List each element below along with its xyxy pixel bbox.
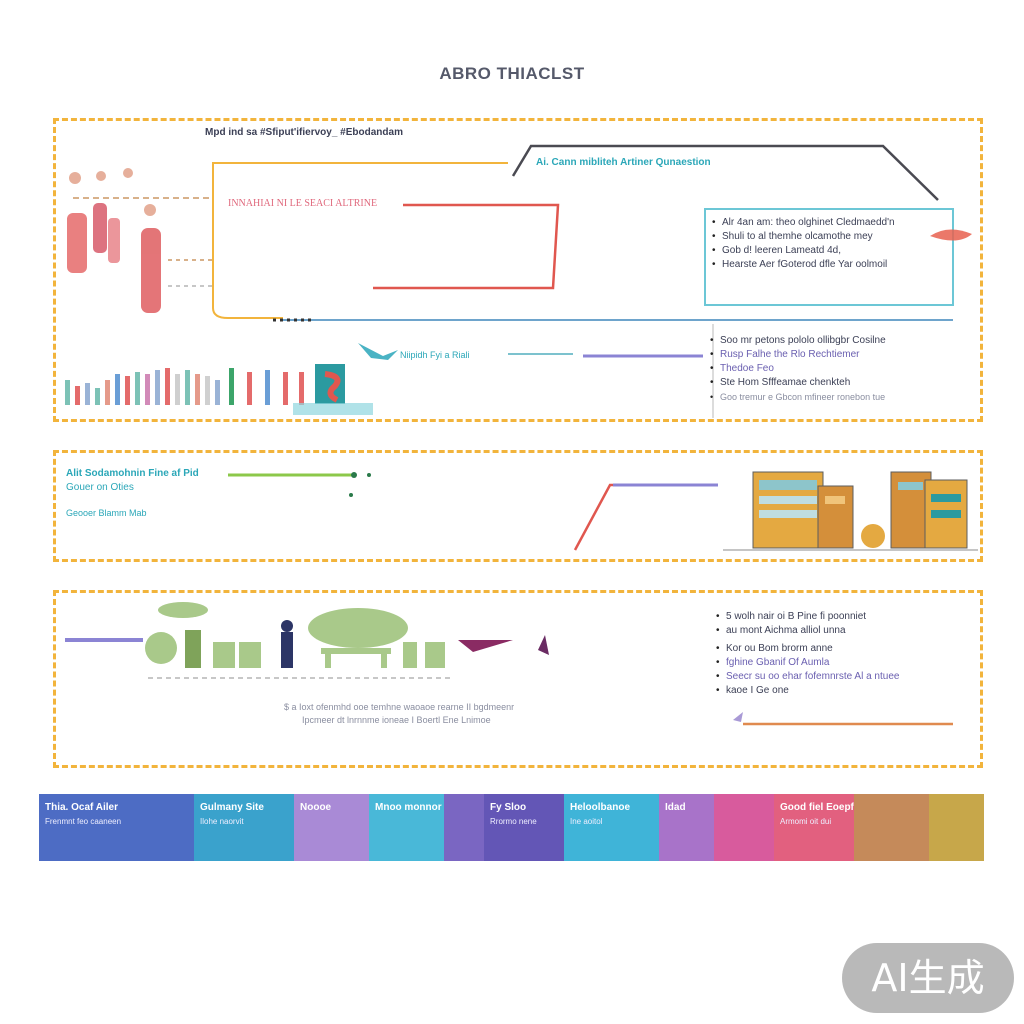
bottom-bullet: fghine Gbanif Of Aumla (716, 656, 976, 670)
strip-tile (854, 794, 929, 861)
box2-item: Rusp Falhe the Rlo Rechtiemer (710, 348, 970, 362)
chart-label: Niipidh Fyi a Riali (400, 350, 470, 360)
panel-middle-line2: Gouer on Oties (66, 482, 134, 493)
strip-tile: Noooe (294, 794, 369, 861)
strip-tile: Idad (659, 794, 714, 861)
bottom-bullet: au mont Aichma alliol unna (716, 624, 976, 638)
ai-generated-badge: AI生成 (842, 943, 1014, 1013)
arrow-label: Ai. Cann mibliteh Artiner Qunaestion (536, 157, 711, 168)
people-figures-icon (67, 168, 161, 313)
panel-middle-line1: Alit Sodamohnin Fine af Pid (66, 468, 199, 479)
park-scene-icon (145, 602, 445, 668)
box1-item: Shuli to al themhe olcamothe mey (712, 230, 952, 244)
box1-item: Gob d! leeren Lameatd 4d, (712, 244, 952, 258)
panel-middle (53, 450, 983, 562)
info-box-2: Soo mr petons pololo ollibgbr Cosilne Ru… (710, 334, 970, 414)
box2-item: Goo tremur e Gbcon mfineer ronebon tue (710, 390, 970, 404)
pink-label: INNAHIAI NI LE SEACI ALTRINE (228, 198, 378, 209)
red-flag-icon (930, 229, 972, 241)
box2-item: Soo mr petons pololo ollibgbr Cosilne (710, 334, 970, 348)
info-box-1: Alr 4an am: theo olghinet Cledmaedd'n Sh… (704, 208, 954, 306)
panel-top-header: Mpd ind sa #Sfiput'ifiervoy_ #Ebodandam (205, 127, 403, 138)
panel-middle-line3: Geooer Blamm Mab (66, 508, 147, 518)
strip-tile (929, 794, 984, 861)
panel-middle-diagram (228, 471, 978, 551)
bird-icon (358, 343, 398, 360)
box1-item: Alr 4an am: theo olghinet Cledmaedd'n (712, 216, 952, 230)
bottom-bullets: 5 wolh nair oi B Pine fi poonniet au mon… (716, 610, 976, 698)
panel-top (53, 118, 983, 422)
bottom-bullet: kaoe I Ge one (716, 684, 976, 698)
bottom-caption-2: Ipcmeer dt lnrnnme ioneae I Boertl Ene L… (302, 715, 491, 725)
box2-item: Ste Hom Sfffeamae chenkteh (710, 376, 970, 390)
strip-tile (714, 794, 774, 861)
box2-item: Thedoe Feo (710, 362, 970, 376)
bottom-bullet: Seecr su oo ehar fofemnrste Al a ntuee (716, 670, 976, 684)
bottom-caption-1: $ a Ioxt ofenmhd ooe temhne waoaoe rearn… (284, 702, 515, 712)
bottom-bullet: 5 wolh nair oi B Pine fi poonniet (716, 610, 976, 624)
building-icon (723, 471, 978, 551)
strip-tile: Mnoo monnor (369, 794, 444, 861)
panel-bottom-diagram (65, 602, 953, 726)
bottom-bullet: Kor ou Bom brorm anne (716, 642, 976, 656)
page-title: ABRO THIACLST (439, 64, 585, 83)
panel-bottom (53, 590, 983, 768)
strip-tile: Good fiel EoepfginorArmomi oit dui (774, 794, 854, 861)
mini-bar-chart (65, 364, 373, 415)
strip-tile (444, 794, 484, 861)
box1-item: Hearste Aer fGoterod dfle Yar oolmoil (712, 258, 952, 272)
